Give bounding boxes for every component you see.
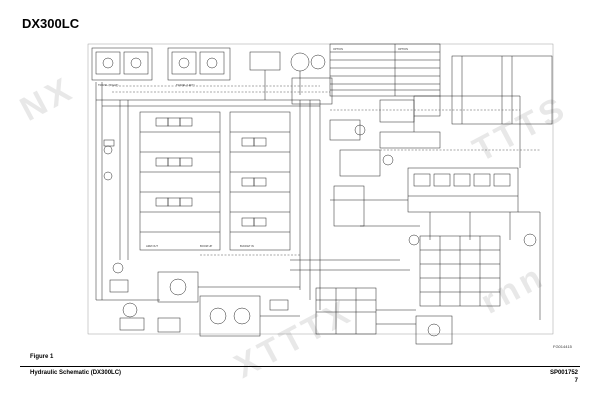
footer-divider bbox=[20, 366, 580, 367]
travel-left-label: TRAVEL (LEFT) bbox=[176, 83, 195, 87]
figure-label: Figure 1 bbox=[30, 354, 54, 360]
bottom-label-1: ARM OUT bbox=[146, 244, 158, 248]
footer-doc-number: SP001752 bbox=[549, 370, 578, 376]
page-title: DX300LC bbox=[22, 16, 80, 31]
travel-right-label: TRAVEL (RIGHT) bbox=[98, 83, 118, 87]
bottom-label-3: BUCKET IN bbox=[240, 244, 254, 248]
figure-reference: FG014415 bbox=[553, 344, 572, 349]
footer-caption: Hydraulic Schematic (DX300LC) bbox=[30, 370, 122, 376]
option-table-header-a: OPTION bbox=[333, 47, 343, 51]
page-number: 7 bbox=[574, 378, 578, 384]
bottom-label-2: BOOM UP bbox=[200, 244, 213, 248]
option-table-header-b: OPTION bbox=[398, 47, 408, 51]
